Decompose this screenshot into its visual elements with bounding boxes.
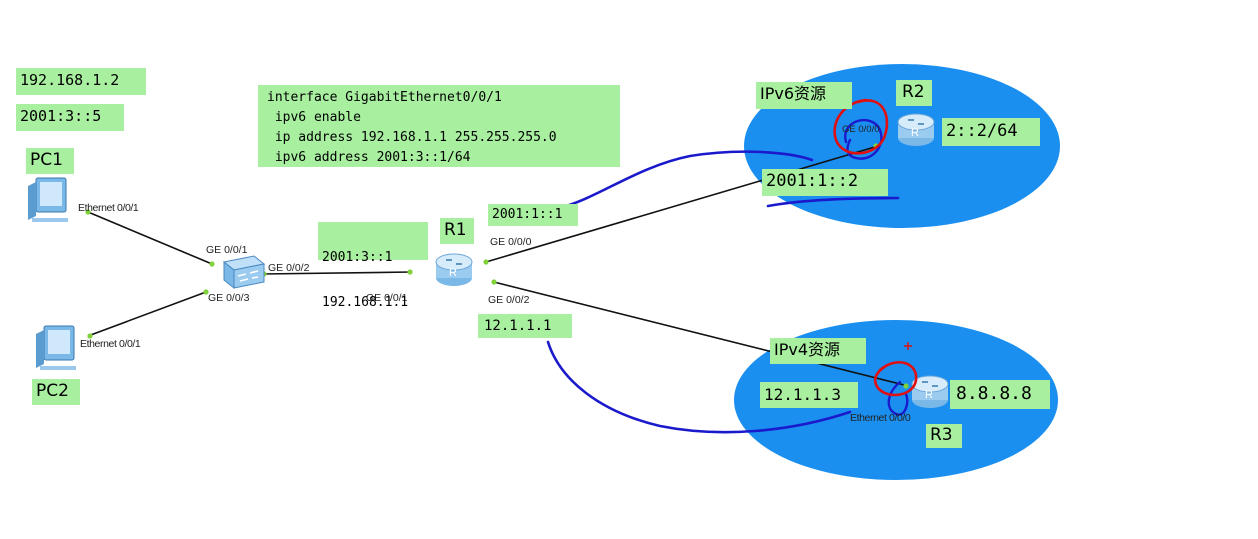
r1-ge0-label: GE 0/0/0 <box>490 236 532 248</box>
ipv4-region-label: IPv4资源 <box>770 338 866 364</box>
config-line: interface GigabitEthernet0/0/1 <box>267 90 502 105</box>
r1-ge2-label: GE 0/0/2 <box>488 294 530 306</box>
link-r1-r3 <box>493 281 909 387</box>
r2-loopback-label: 2::2/64 <box>942 118 1040 146</box>
svg-text:R: R <box>449 267 457 279</box>
config-line: ipv6 enable <box>267 110 361 125</box>
annotation-underline-r2 <box>766 196 900 208</box>
port-dot <box>407 269 413 275</box>
port-dot <box>87 333 93 339</box>
port-dot <box>483 259 489 265</box>
pc1-ipv6-label: 2001:3::5 <box>16 104 124 131</box>
pc1-port-label: Ethernet 0/0/1 <box>78 202 139 214</box>
r1-ge1-label: GE 0/0/1 <box>366 292 408 304</box>
port-dot <box>903 383 909 389</box>
r1-g0-ipv6-label: 2001:1::1 <box>488 204 578 226</box>
config-line: ip address 192.168.1.1 255.255.255.0 <box>267 130 557 145</box>
link-pc2-switch <box>87 291 207 337</box>
r1-g1-ipv6: 2001:3::1 <box>322 250 393 265</box>
r3-port-label: Ethernet 0/0/0 <box>850 412 911 424</box>
config-line: ipv6 address 2001:3::1/64 <box>267 150 471 165</box>
ipv6-region-label: IPv6资源 <box>756 82 852 109</box>
switch-ge3-label: GE 0/0/3 <box>208 292 250 304</box>
link-r1-r2 <box>485 145 879 263</box>
r2-link-ipv6-label: 2001:1::2 <box>762 169 888 196</box>
r1-g1-addresses: 2001:3::1 192.168.1.1 <box>318 222 428 310</box>
pc2-name: PC2 <box>32 379 80 405</box>
r1-router-icon[interactable]: R <box>435 253 473 286</box>
switch-ge1-label: GE 0/0/1 <box>206 244 248 256</box>
port-dot <box>491 279 497 285</box>
r2-name: R2 <box>896 80 932 106</box>
cursor-crosshair <box>904 342 912 350</box>
r1-interface-config: interface GigabitEthernet0/0/1 ipv6 enab… <box>258 85 620 167</box>
switch-ge2-label: GE 0/0/2 <box>268 262 310 274</box>
port-dot <box>209 261 215 267</box>
annotation-stroke-r1-r3 <box>546 340 852 434</box>
annotation-circle-r3-blue <box>887 380 909 416</box>
pc2-icon[interactable] <box>36 325 76 370</box>
svg-text:R: R <box>925 389 933 401</box>
r3-router-icon[interactable]: R <box>911 375 949 408</box>
r2-router-icon[interactable]: R <box>897 113 935 146</box>
r3-name: R3 <box>926 424 962 448</box>
link-pc1-switch <box>87 211 213 265</box>
r2-ge0-label: GE 0/0/0 <box>842 124 880 135</box>
annotation-stroke-r1-r2 <box>564 150 814 208</box>
pc2-port-label: Ethernet 0/0/1 <box>80 338 141 350</box>
pc1-name: PC1 <box>26 148 74 174</box>
port-dot <box>203 289 209 295</box>
link-switch-r1 <box>261 271 413 275</box>
annotation-circle-r3-red <box>873 360 918 397</box>
pc1-ipv4-label: 192.168.1.2 <box>16 68 146 95</box>
switch-icon[interactable] <box>222 255 266 290</box>
r1-g2-ipv4-label: 12.1.1.1 <box>478 314 572 338</box>
r1-g1-ipv4: 192.168.1.1 <box>322 295 409 310</box>
svg-text:R: R <box>911 127 919 139</box>
annotation-circle-r2-red <box>833 98 889 155</box>
port-dot <box>85 209 91 215</box>
r3-loopback-label: 8.8.8.8 <box>950 380 1050 409</box>
r1-name: R1 <box>440 218 474 244</box>
r3-link-ipv4-label: 12.1.1.3 <box>760 382 858 408</box>
pc1-icon[interactable] <box>28 177 68 222</box>
